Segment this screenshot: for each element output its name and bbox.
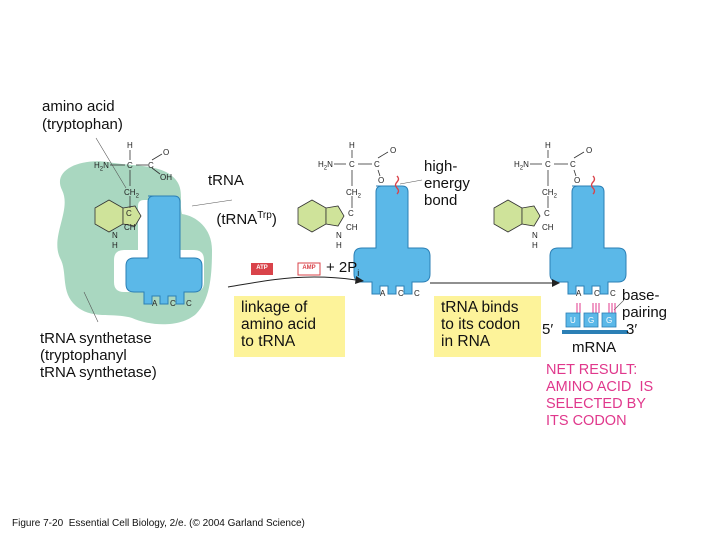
anticodon-3-c1: C <box>594 289 600 298</box>
anticodon-3-a: A <box>576 289 582 298</box>
mol2-h-top: H <box>349 141 355 150</box>
mol3-n: N <box>532 231 538 240</box>
mrna-label: mRNA <box>572 339 617 356</box>
high-energy-bond-label: high- energy bond <box>424 158 470 209</box>
codon-g2: G <box>606 316 613 325</box>
anticodon-1-c2: C <box>186 299 192 308</box>
mol2-n: N <box>336 231 342 240</box>
mol1-h-n: H <box>112 241 118 250</box>
anticodon-1-c1: C <box>170 299 176 308</box>
mol2-h-n: H <box>336 241 342 250</box>
five-prime-label: 5′ <box>542 321 554 338</box>
binds-codon-box: tRNA binds to its codon in RNA <box>434 296 541 357</box>
atp-tag <box>251 263 273 275</box>
figure-caption: Figure 7-20 Essential Cell Biology, 2/e.… <box>12 518 305 529</box>
mol2-c-carboxyl: C <box>374 160 380 169</box>
high-energy-bond-2 <box>590 175 596 195</box>
atp-text: ATP <box>256 265 268 271</box>
amino-acid-label: amino acid <box>42 98 115 115</box>
anticodon-1-a: A <box>152 299 158 308</box>
mol3-o-top: O <box>586 146 593 155</box>
mol1-c-carboxyl: C <box>148 161 154 170</box>
mol1-oh: OH <box>160 173 172 182</box>
tryptophan-label: (tryptophan) <box>42 116 123 133</box>
mol2-c-alpha: C <box>349 160 355 169</box>
mol2-ch2: CH2 <box>346 188 361 200</box>
mol2-o-top: O <box>390 146 397 155</box>
trna-trp-label: (tRNATrp) <box>216 210 277 228</box>
amp-text: AMP <box>302 265 316 271</box>
mol1-o: O <box>163 148 170 157</box>
trna-3 <box>549 185 627 295</box>
mol3-h2n: H2N <box>514 160 529 172</box>
anticodon-2-c2: C <box>414 289 420 298</box>
mol2-h2n: H2N <box>318 160 333 172</box>
tryptophan-ring-3 <box>493 199 541 233</box>
mol3-c-carboxyl: C <box>570 160 576 169</box>
base-pairing-label: base- pairing <box>622 287 668 321</box>
mol2-ch: CH <box>346 223 358 232</box>
anticodon-3-c2: C <box>610 289 616 298</box>
mol1-h-top: H <box>127 141 133 150</box>
mol3-c-ring: C <box>544 209 550 218</box>
high-energy-bond-1 <box>394 175 400 195</box>
mol1-ch2: CH2 <box>124 188 139 200</box>
mol3-ch: CH <box>542 223 554 232</box>
synthetase-label: tRNA synthetase (tryptophanyl tRNA synth… <box>40 330 157 381</box>
mol2-c-ring: C <box>348 209 354 218</box>
codon-u: U <box>570 316 576 325</box>
mol3-o-bottom: O <box>574 176 581 185</box>
mol1-n: N <box>112 231 118 240</box>
two-pi-label: + 2Pi <box>326 259 360 278</box>
codon-g1: G <box>588 316 595 325</box>
mol1-c-alpha: C <box>127 161 133 170</box>
net-result-text: NET RESULT: AMINO ACID IS SELECTED BY IT… <box>546 362 654 429</box>
linkage-box: linkage of amino acid to tRNA <box>234 296 345 357</box>
anticodon-2-c1: C <box>398 289 404 298</box>
amp-tag <box>297 262 321 276</box>
anticodon-2-a: A <box>380 289 386 298</box>
reaction-arrow-1 <box>227 276 357 288</box>
mol3-ch2: CH2 <box>542 188 557 200</box>
trna-2 <box>353 185 431 295</box>
mol2-o-bottom: O <box>378 176 385 185</box>
mol1-c-ring: C <box>126 209 132 218</box>
mol1-ch: CH <box>124 223 136 232</box>
mol3-h-top: H <box>545 141 551 150</box>
mol1-h2n: H2N <box>94 161 109 173</box>
tryptophan-ring-2 <box>297 199 345 233</box>
trna-label: tRNA <box>208 172 244 189</box>
three-prime-label: 3′ <box>626 321 638 338</box>
mol3-c-alpha: C <box>545 160 551 169</box>
mol3-h-n: H <box>532 241 538 250</box>
